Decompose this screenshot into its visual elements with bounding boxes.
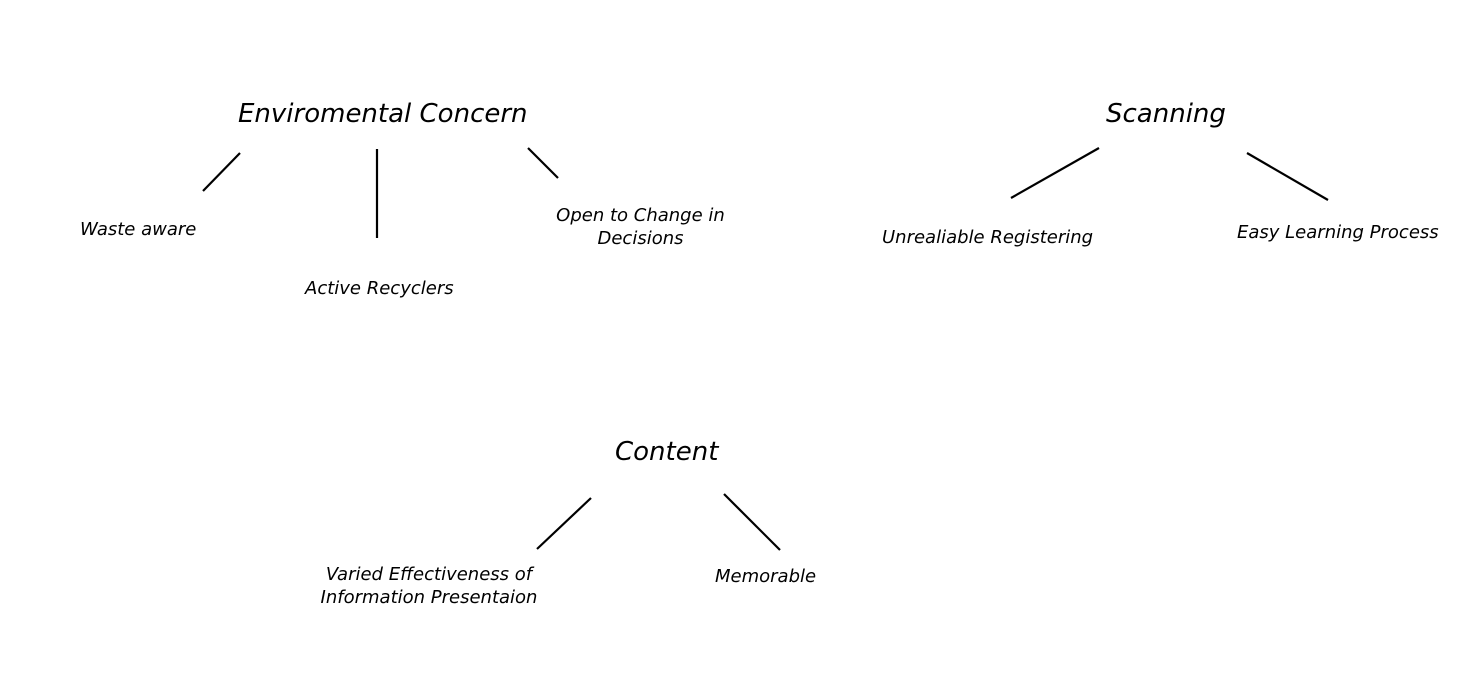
connector-scan-unrel [1010, 147, 1100, 199]
node-open-to-change: Open to Change in Decisions [556, 205, 725, 249]
connector-scan-easy [1246, 152, 1329, 201]
node-varied-effectiveness: Varied Effectiveness of Information Pres… [320, 564, 538, 608]
node-memorable: Memorable [715, 566, 817, 587]
connector-env-waste [202, 152, 241, 192]
connector-content-varied [536, 497, 592, 550]
connector-content-memo [723, 493, 781, 551]
node-easy-learning-process: Easy Learning Process [1237, 222, 1439, 243]
node-unrealiable-registering: Unrealiable Registering [882, 227, 1094, 248]
node-waste-aware: Waste aware [80, 219, 197, 240]
topic-content: Content [615, 437, 719, 467]
topic-scanning: Scanning [1106, 99, 1226, 129]
connector-env-open [527, 147, 559, 179]
topic-enviromental-concern: Enviromental Concern [238, 99, 528, 129]
node-active-recyclers: Active Recyclers [305, 278, 454, 299]
